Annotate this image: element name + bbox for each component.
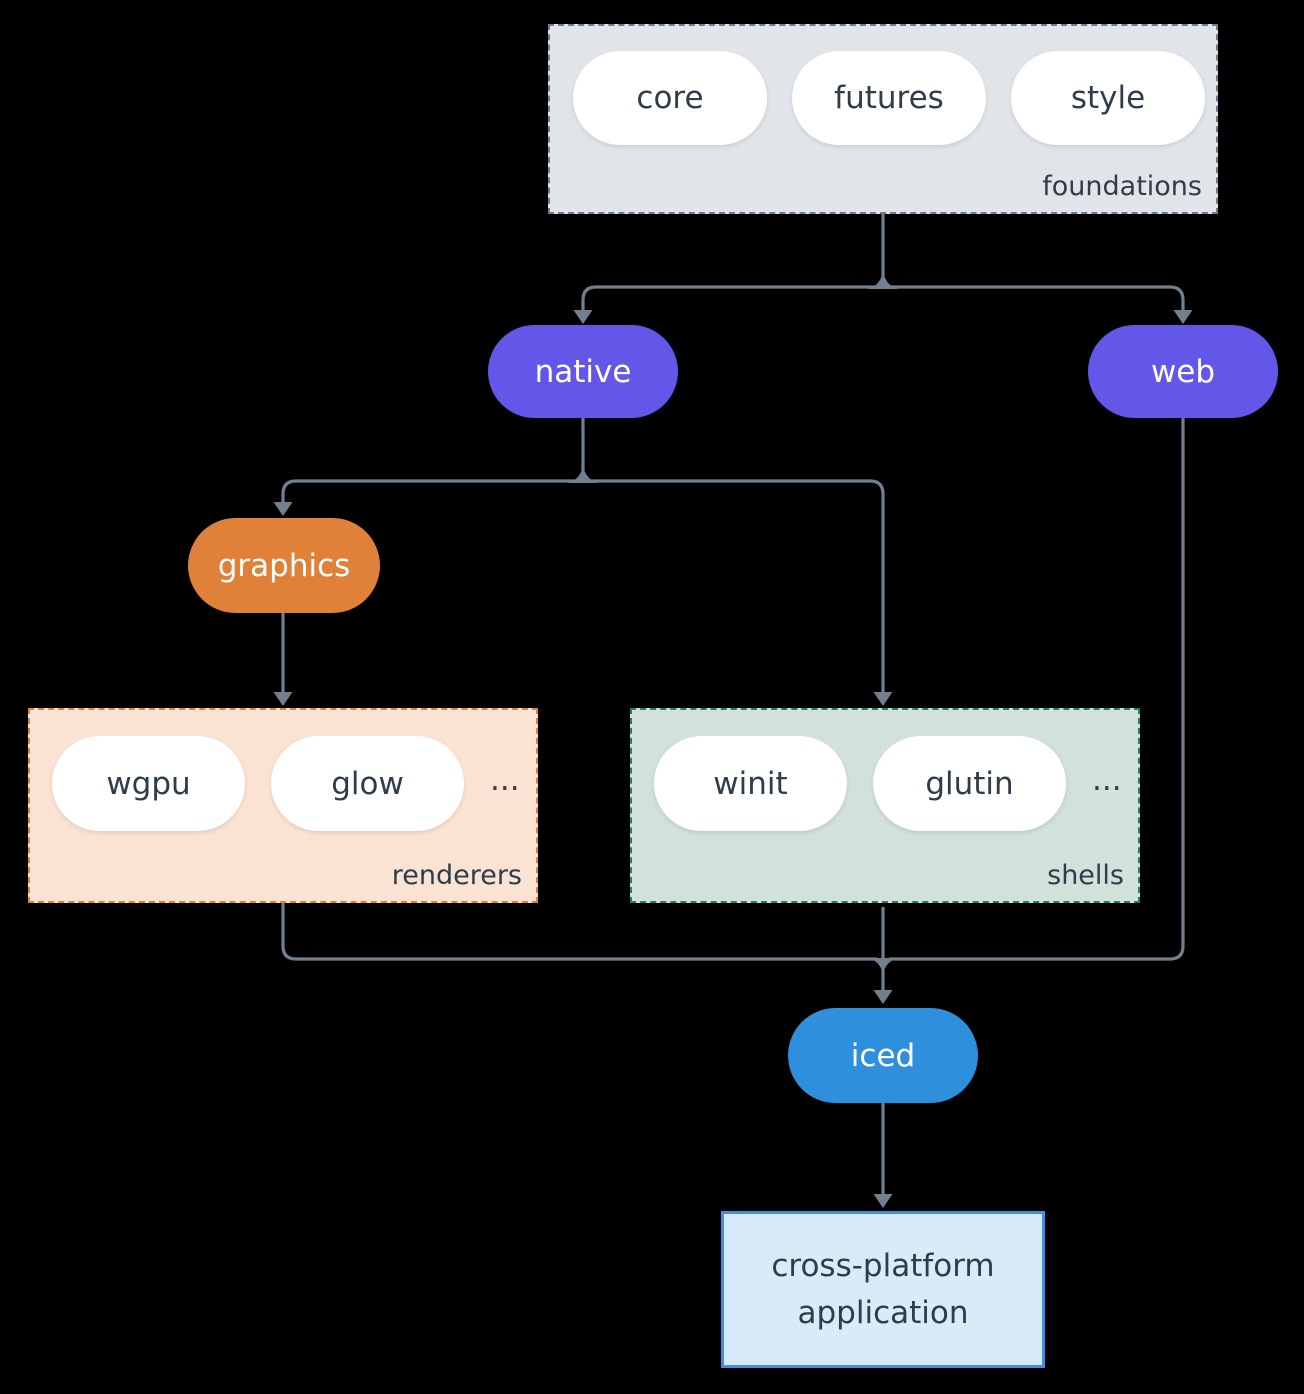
node-glow: glow — [271, 736, 464, 831]
arrowhead-to-web — [1173, 310, 1193, 324]
arrowhead-to-renderers — [273, 692, 293, 706]
renderers-pill-row: wgpu glow ... — [30, 736, 542, 831]
arrowhead-to-native — [573, 310, 593, 324]
renderers-ellipsis: ... — [490, 761, 520, 798]
node-cross-platform-application: cross-platform application — [721, 1211, 1045, 1368]
node-wgpu: wgpu — [52, 736, 245, 831]
arrowhead-to-graphics — [273, 502, 293, 516]
foundations-pill-row: core futures style — [550, 51, 1228, 145]
node-futures: futures — [792, 51, 986, 145]
group-foundations: core futures style foundations — [548, 24, 1218, 214]
arrowhead-to-shells — [873, 692, 893, 706]
node-core: core — [573, 51, 767, 145]
foundations-label: foundations — [1042, 171, 1202, 202]
node-graphics: graphics — [188, 518, 380, 613]
group-renderers: wgpu glow ... renderers — [28, 708, 538, 903]
node-iced: iced — [788, 1008, 978, 1103]
group-shells: winit glutin ... shells — [630, 708, 1140, 903]
arrowhead-to-iced — [873, 990, 893, 1004]
renderers-label: renderers — [391, 860, 522, 891]
shells-pill-row: winit glutin ... — [632, 736, 1144, 831]
edge-web-to-merge — [889, 418, 1185, 961]
edge-renderers-to-merge — [281, 903, 877, 961]
node-style: style — [1011, 51, 1205, 145]
node-glutin: glutin — [873, 736, 1066, 831]
node-winit: winit — [654, 736, 847, 831]
edge-native-split — [281, 479, 885, 701]
fork-fillet-native — [568, 467, 598, 483]
node-web: web — [1088, 325, 1278, 418]
arrowhead-to-app — [873, 1194, 893, 1208]
merge-fillet-iced — [868, 958, 898, 974]
shells-label: shells — [1047, 860, 1124, 891]
node-native: native — [488, 325, 678, 418]
fork-fillet-foundations — [868, 273, 898, 289]
edge-foundations-split — [581, 285, 1185, 320]
shells-ellipsis: ... — [1092, 761, 1122, 798]
